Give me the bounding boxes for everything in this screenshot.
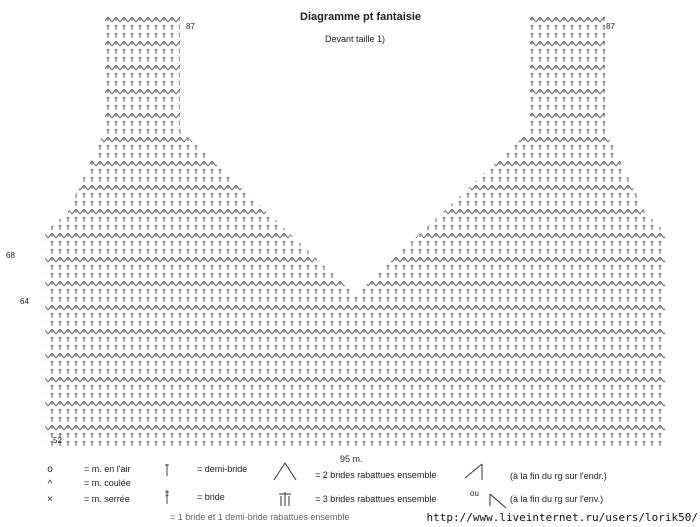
- legend-double-crochet: = bride: [197, 492, 225, 502]
- row-label-87-left: 87: [186, 22, 195, 31]
- legend-chain-stitch: = m. en l'air: [84, 464, 131, 474]
- single-crochet-icon: ×: [47, 494, 53, 505]
- legend-half-double-crochet: = demi-bride: [197, 464, 248, 474]
- slip-stitch-icon: ^: [47, 479, 53, 490]
- row-end-legend-icons: [464, 463, 507, 509]
- watermark-url: http://www.liveinternet.ru/users/lorik50…: [426, 511, 698, 524]
- decrease-legend-icons: [273, 462, 297, 506]
- legend-single-crochet: = m. serrée: [84, 494, 130, 504]
- legend-slip-stitch: = m. coulée: [84, 478, 131, 488]
- row-end-wrong-icon: [489, 493, 507, 509]
- row-label-87-right: 87: [606, 22, 615, 31]
- double-crochet-icon: [165, 490, 169, 504]
- dc3tog-icon: [279, 492, 291, 506]
- dc2tog-icon: [273, 462, 297, 481]
- row-label-68: 68: [6, 251, 15, 260]
- stitch-legend-icons: [165, 464, 169, 504]
- legend-row-end-wrong: (à la fin du rg sur l'env.): [510, 494, 604, 504]
- row-end-right-icon: [464, 463, 483, 480]
- legend-dc2tog: = 2 brides rabattues ensemble: [315, 470, 437, 480]
- row-label-52: 52: [53, 436, 62, 445]
- chain-stitch-icon: o: [47, 464, 53, 475]
- stitch-grid: [45, 15, 665, 448]
- half-double-crochet-icon: [165, 464, 169, 476]
- legend-dc3tog: = 3 brides rabattues ensemble: [315, 494, 437, 504]
- row-label-64: 64: [20, 297, 29, 306]
- legend-row-end-right: (à la fin du rg sur l'endr.): [510, 471, 607, 481]
- diagram-subtitle: Devant taille 1): [325, 34, 386, 44]
- diagram-title: Diagramme pt fantaisie: [300, 11, 422, 23]
- or-label: ou: [470, 489, 479, 498]
- legend-dc-hdc-tog: = 1 bride et 1 demi-bride rabattues ense…: [170, 512, 350, 522]
- stitch-count-label: 95 m.: [340, 454, 363, 464]
